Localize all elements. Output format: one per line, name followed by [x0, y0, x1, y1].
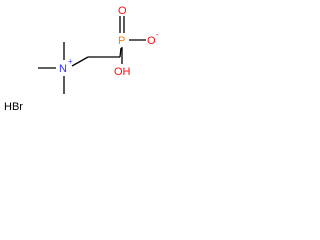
hydroxyl-group-label: OH [114, 66, 131, 78]
oxygen-double-atom-label: O [118, 5, 127, 17]
chemical-structure: N + P O O - OH [38, 5, 159, 94]
oxygen-anion-atom-label: O [147, 35, 156, 47]
phosphorus-atom-label: P [118, 35, 125, 47]
nitrogen-positive-charge: + [68, 57, 73, 66]
bond-n-ch2 [71, 56, 89, 67]
counter-ion-label: HBr [4, 101, 23, 113]
bond-ch2-p [119, 47, 122, 58]
nitrogen-atom-label: N [59, 63, 67, 75]
oxygen-negative-charge: - [156, 30, 159, 39]
